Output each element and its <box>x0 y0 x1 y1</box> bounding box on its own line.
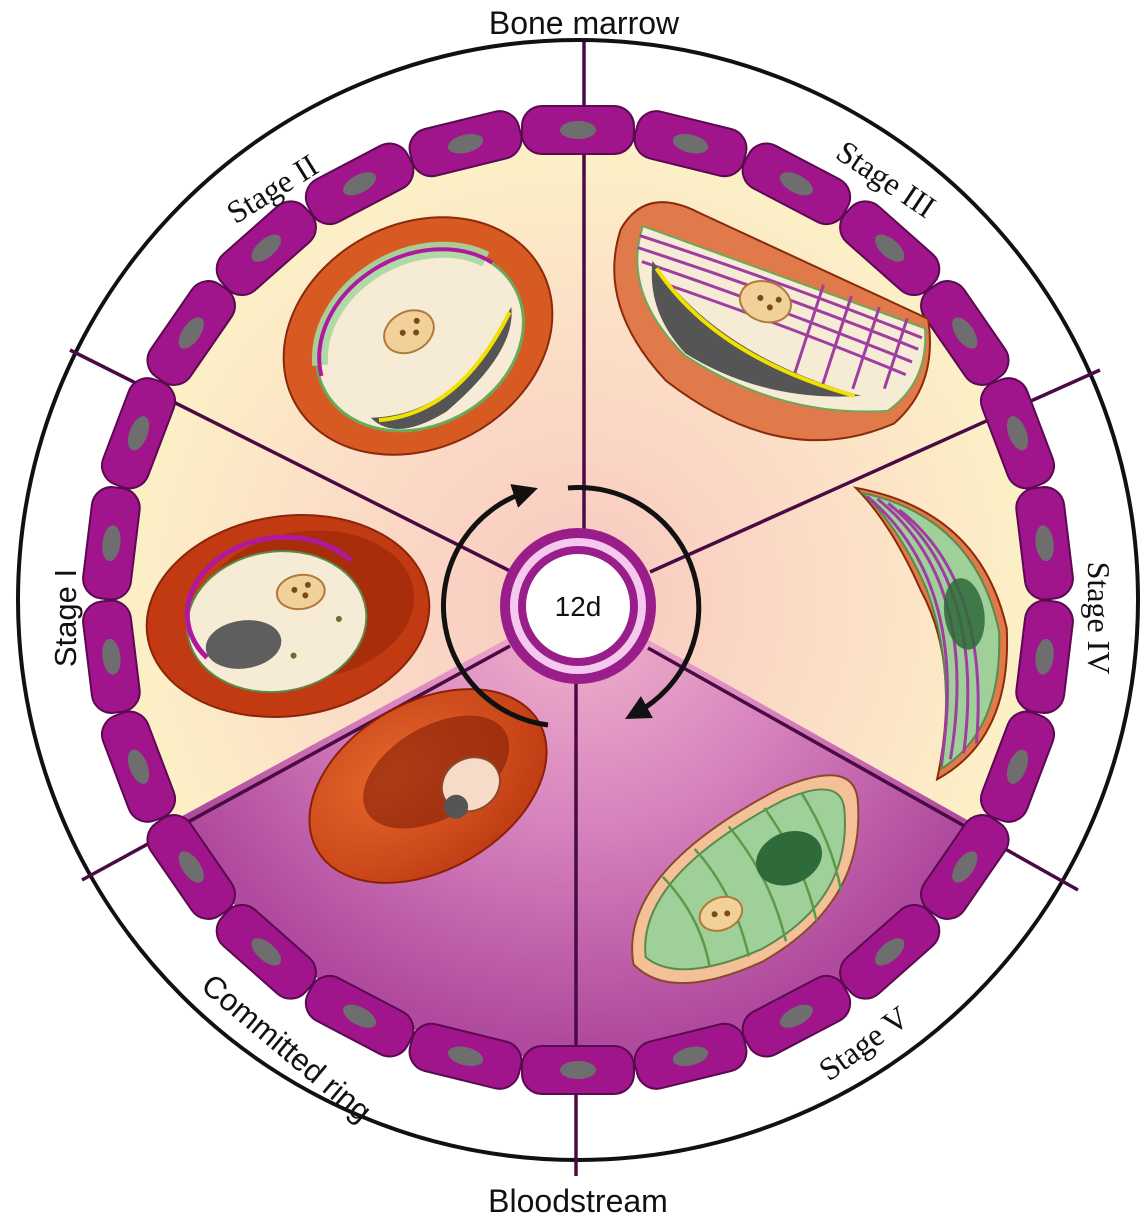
stage-4-label: Stage IV <box>1081 562 1117 675</box>
stage-1-label: Stage I <box>48 569 83 667</box>
bone-marrow-label: Bone marrow <box>489 5 680 41</box>
cycle-duration-label: 12d <box>555 591 602 622</box>
center-hub: 12d <box>500 528 656 684</box>
endothelial-cell-icon <box>522 1046 634 1094</box>
bloodstream-label: Bloodstream <box>488 1183 668 1219</box>
endothelial-cell-icon <box>522 106 634 154</box>
